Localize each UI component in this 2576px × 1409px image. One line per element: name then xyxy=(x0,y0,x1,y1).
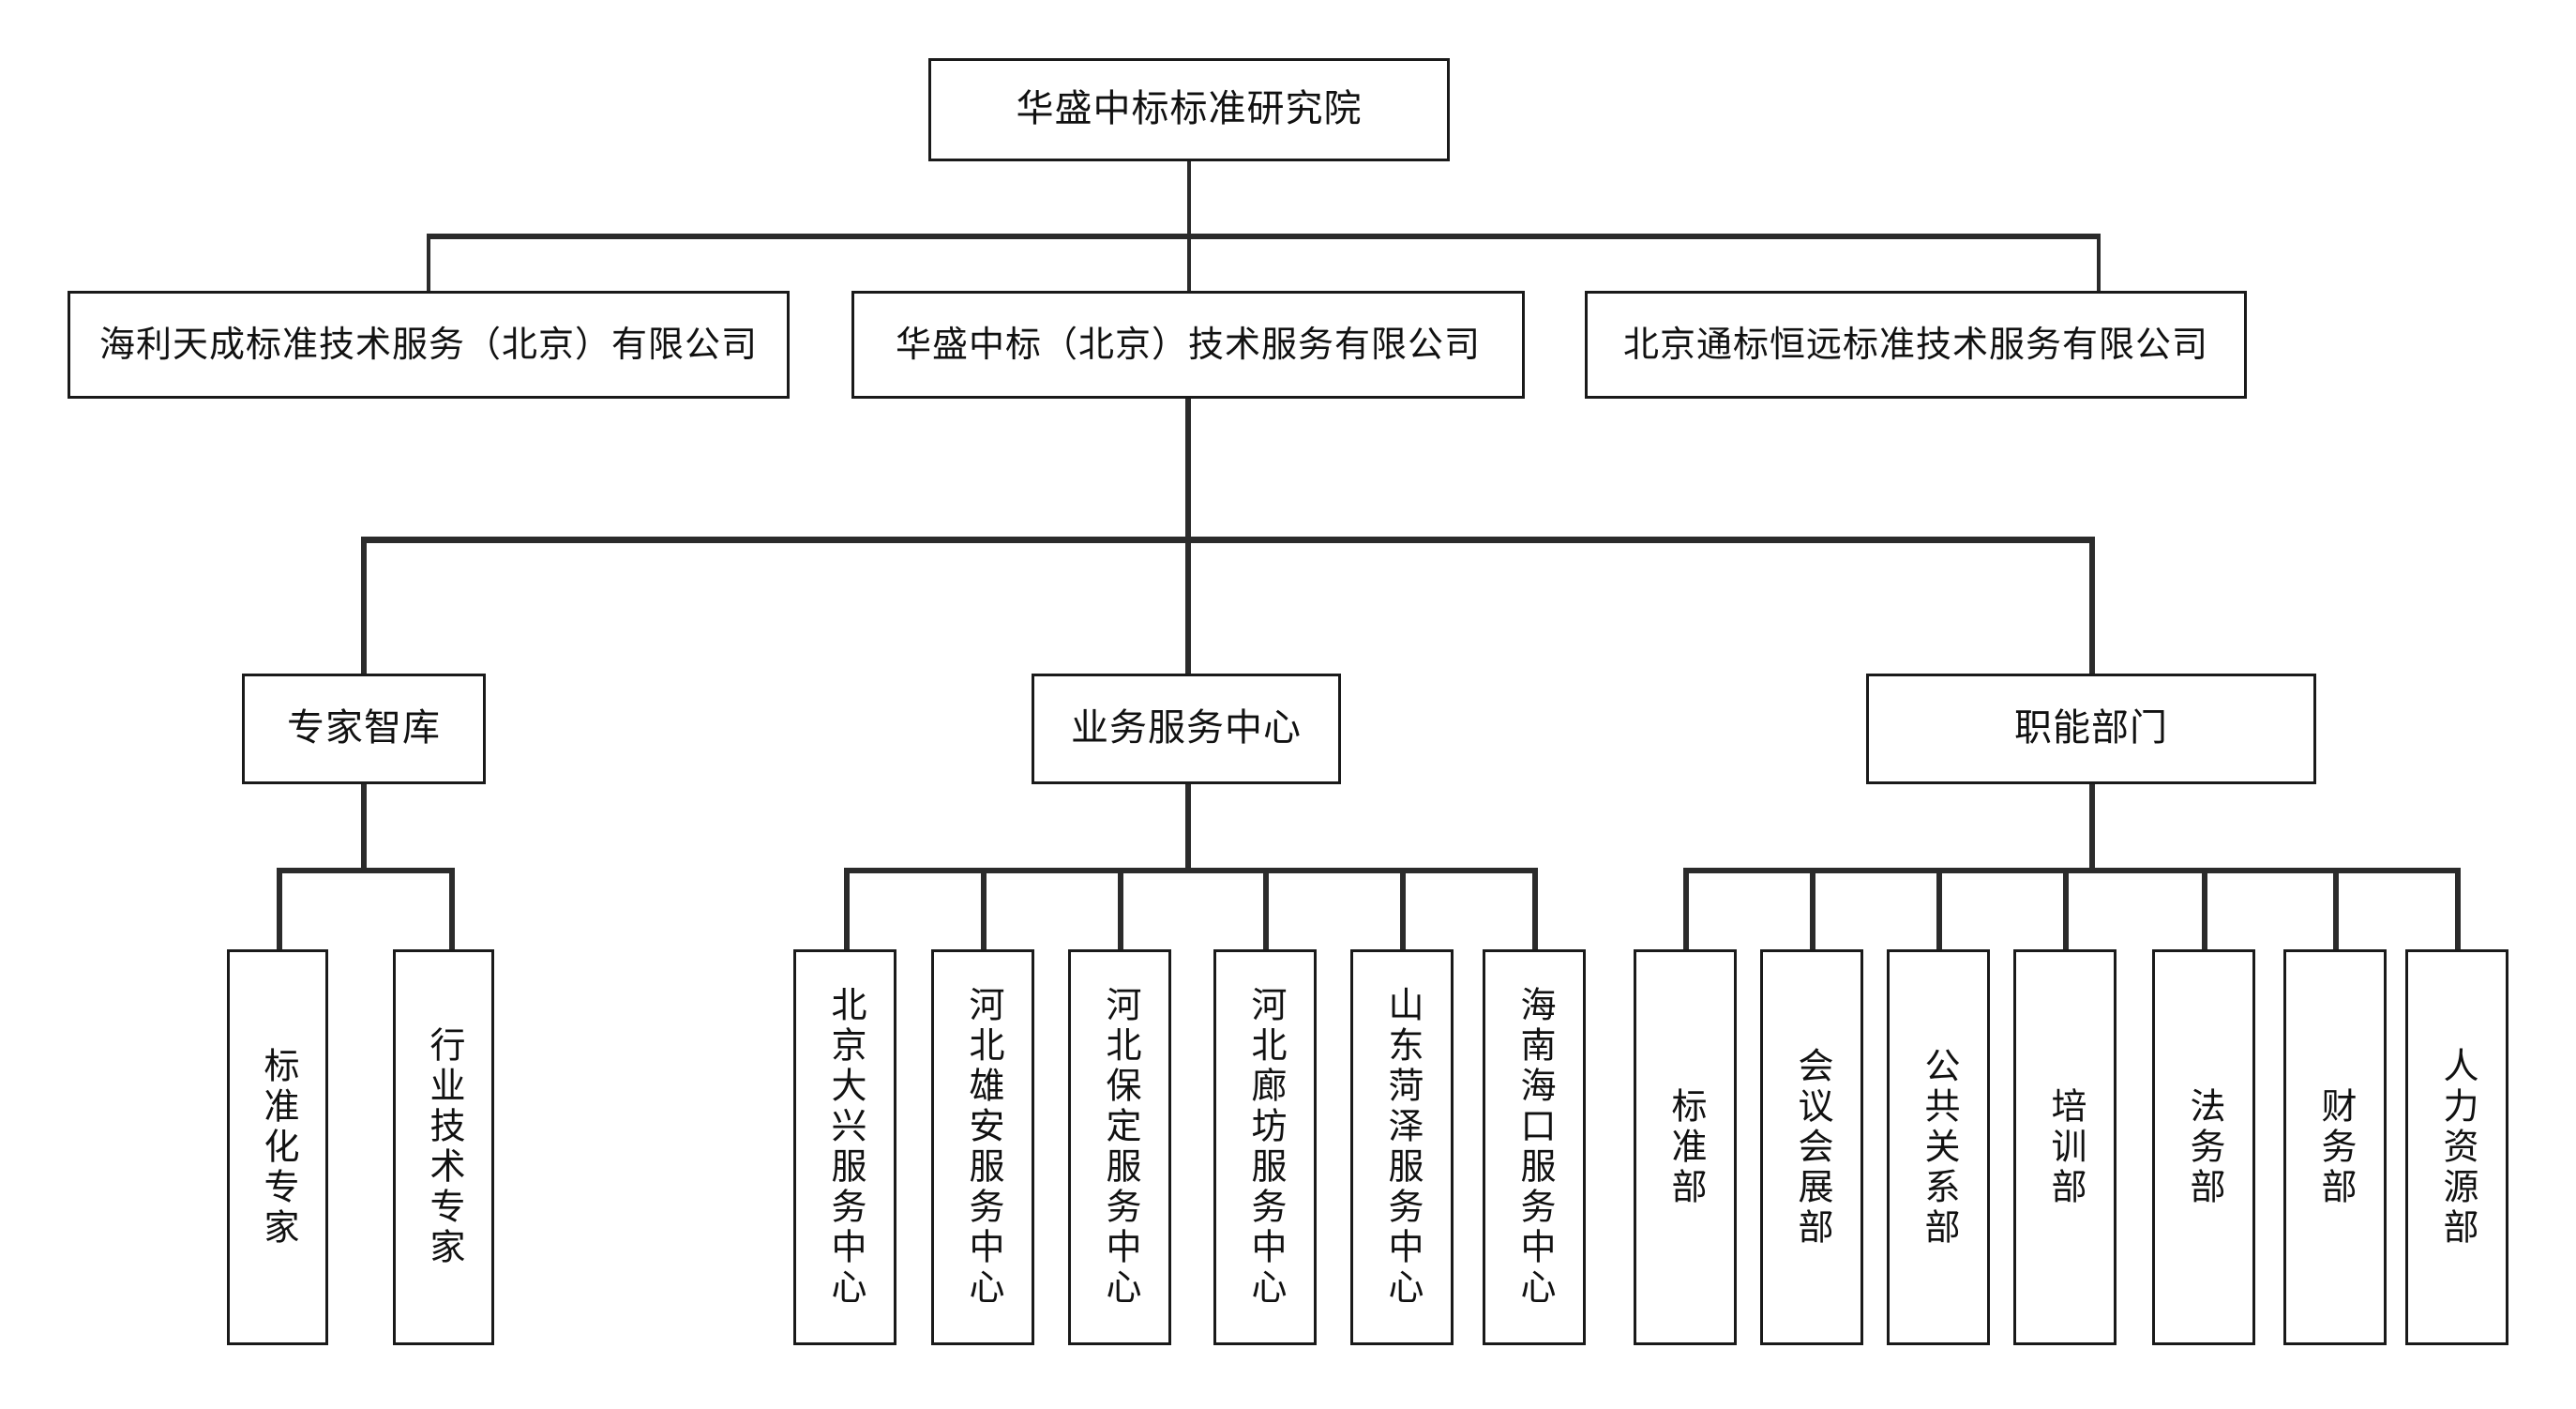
node-label: 职能部门 xyxy=(2014,706,2168,750)
connector-bus-service-centers xyxy=(844,868,1538,873)
node-label: 北京通标恒远标准技术服务有限公司 xyxy=(1622,324,2208,366)
node-service-center-hebei-xiongan[interactable]: 河北雄安服务中心 xyxy=(931,949,1034,1345)
connector-drop-expert-2 xyxy=(449,868,455,952)
node-label: 河北保定服务中心 xyxy=(1099,986,1141,1309)
node-division-functional-departments[interactable]: 职能部门 xyxy=(1866,674,2316,784)
node-label: 法务部 xyxy=(2183,1086,2225,1208)
connector-drop-service-1 xyxy=(844,868,850,952)
node-label: 标准部 xyxy=(1665,1086,1707,1208)
connector-servicecenter-drop xyxy=(1185,784,1191,871)
node-division-expert-thinktank[interactable]: 专家智库 xyxy=(242,674,486,784)
connector-drop-subsidiary-3 xyxy=(2097,234,2101,293)
connector-drop-department-1 xyxy=(1683,868,1689,952)
node-label: 华盛中标标准研究院 xyxy=(1016,87,1363,131)
node-department-public-relations[interactable]: 公共关系部 xyxy=(1887,949,1990,1345)
connector-drop-department-4 xyxy=(2063,868,2069,952)
connector-thinktank-drop xyxy=(361,784,367,871)
node-label: 海利天成标准技术服务（北京）有限公司 xyxy=(98,324,758,366)
node-department-standards[interactable]: 标准部 xyxy=(1634,949,1737,1345)
node-label: 行业技术专家 xyxy=(423,1026,465,1268)
node-service-center-hainan-haikou[interactable]: 海南海口服务中心 xyxy=(1483,949,1586,1345)
connector-bus-departments xyxy=(1683,868,2461,873)
connector-drop-service-2 xyxy=(981,868,987,952)
connector-drop-department-6 xyxy=(2333,868,2339,952)
connector-drop-subsidiary-2 xyxy=(1187,234,1191,293)
node-label: 北京大兴服务中心 xyxy=(824,986,866,1309)
connector-drop-service-5 xyxy=(1400,868,1406,952)
connector-drop-department-7 xyxy=(2455,868,2461,952)
connector-subsidiary2-drop xyxy=(1185,399,1191,539)
connector-bus-experts xyxy=(277,868,455,873)
node-label: 河北雄安服务中心 xyxy=(962,986,1004,1309)
node-label: 河北廊坊服务中心 xyxy=(1244,986,1287,1309)
node-expert-standardization[interactable]: 标准化专家 xyxy=(227,949,328,1345)
node-root-institute[interactable]: 华盛中标标准研究院 xyxy=(928,58,1450,161)
connector-bus-level2 xyxy=(427,234,2101,239)
node-label: 山东菏泽服务中心 xyxy=(1381,986,1424,1309)
connector-drop-service-6 xyxy=(1532,868,1538,952)
connector-drop-service-3 xyxy=(1118,868,1123,952)
connector-drop-subsidiary-1 xyxy=(427,234,430,293)
connector-bus-level3 xyxy=(361,537,2095,543)
node-subsidiary-tongbiaohengyuan[interactable]: 北京通标恒远标准技术服务有限公司 xyxy=(1585,291,2247,399)
connector-drop-department-3 xyxy=(1936,868,1942,952)
node-service-center-shandong-heze[interactable]: 山东菏泽服务中心 xyxy=(1350,949,1454,1345)
node-label: 专家智库 xyxy=(287,706,441,750)
node-department-legal-affairs[interactable]: 法务部 xyxy=(2152,949,2255,1345)
node-subsidiary-huashengzhongbiao[interactable]: 华盛中标（北京）技术服务有限公司 xyxy=(851,291,1525,399)
connector-drop-division-2 xyxy=(1185,537,1191,675)
node-label: 华盛中标（北京）技术服务有限公司 xyxy=(895,324,1481,366)
connector-drop-division-1 xyxy=(361,537,367,675)
connector-drop-division-3 xyxy=(2089,537,2095,675)
node-label: 公共关系部 xyxy=(1918,1046,1960,1249)
node-label: 业务服务中心 xyxy=(1071,706,1302,750)
node-expert-industry-technology[interactable]: 行业技术专家 xyxy=(393,949,494,1345)
node-label: 培训部 xyxy=(2044,1086,2086,1208)
node-department-finance[interactable]: 财务部 xyxy=(2283,949,2387,1345)
node-department-conference-exhibition[interactable]: 会议会展部 xyxy=(1760,949,1863,1345)
connector-departments-drop xyxy=(2089,784,2095,871)
connector-root-drop xyxy=(1187,161,1191,236)
connector-drop-service-4 xyxy=(1263,868,1269,952)
node-subsidiary-hailitiancheng[interactable]: 海利天成标准技术服务（北京）有限公司 xyxy=(68,291,790,399)
connector-drop-department-5 xyxy=(2202,868,2207,952)
node-service-center-hebei-langfang[interactable]: 河北廊坊服务中心 xyxy=(1213,949,1317,1345)
node-label: 会议会展部 xyxy=(1791,1046,1833,1249)
node-label: 海南海口服务中心 xyxy=(1514,986,1556,1309)
node-label: 财务部 xyxy=(2314,1086,2357,1208)
node-service-center-hebei-baoding[interactable]: 河北保定服务中心 xyxy=(1068,949,1171,1345)
node-division-service-center[interactable]: 业务服务中心 xyxy=(1032,674,1341,784)
node-department-human-resources[interactable]: 人力资源部 xyxy=(2405,949,2508,1345)
node-department-training[interactable]: 培训部 xyxy=(2013,949,2117,1345)
connector-drop-expert-1 xyxy=(277,868,282,952)
node-service-center-beijing-daxing[interactable]: 北京大兴服务中心 xyxy=(793,949,896,1345)
node-label: 人力资源部 xyxy=(2436,1046,2478,1249)
connector-drop-department-2 xyxy=(1810,868,1815,952)
node-label: 标准化专家 xyxy=(257,1046,299,1249)
